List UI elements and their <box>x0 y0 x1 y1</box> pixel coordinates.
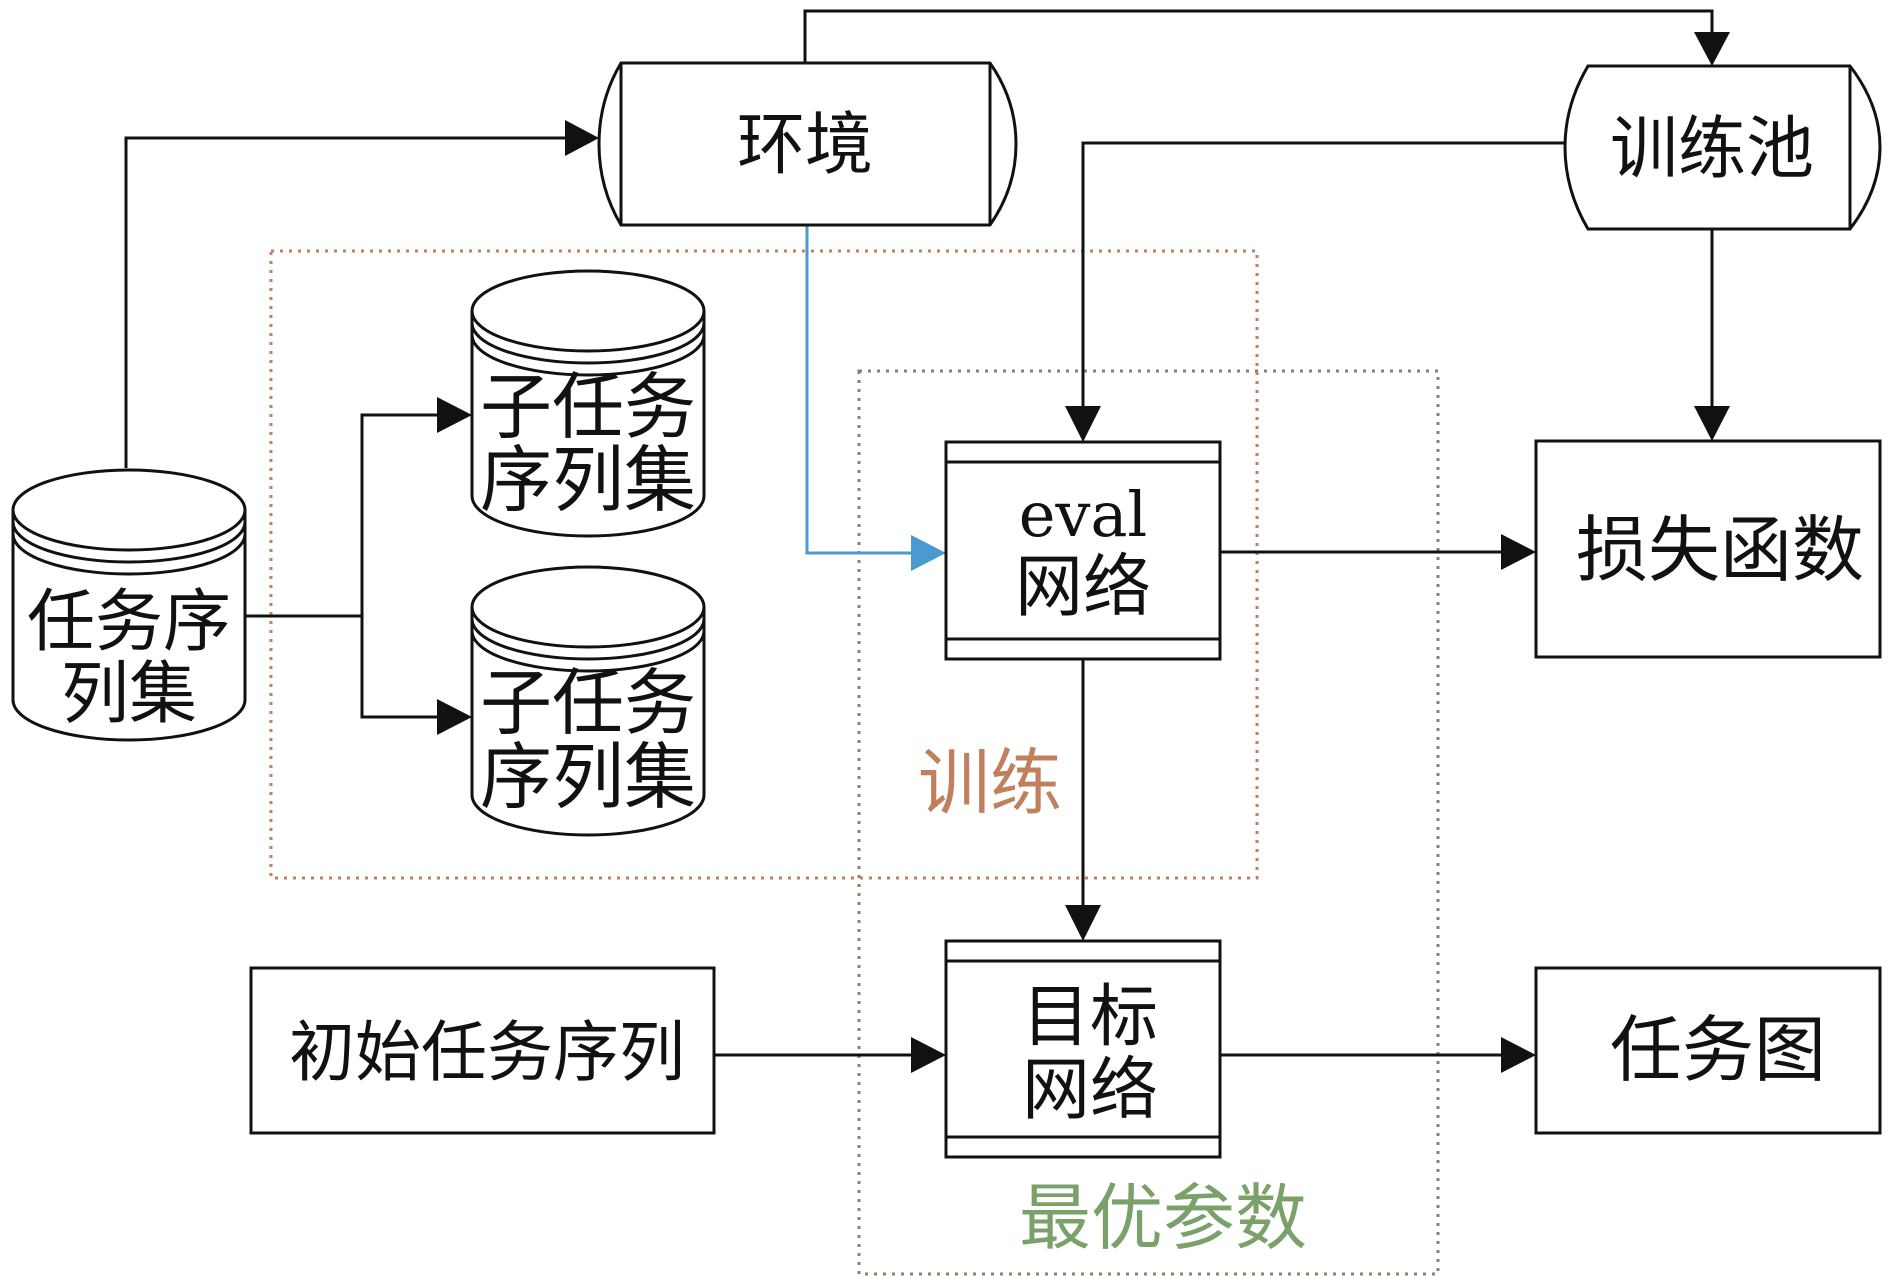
subtask-set-2-node <box>470 565 706 837</box>
edge-branch-subtask-1 <box>360 413 440 616</box>
optimal-params-group-border <box>857 369 1440 1276</box>
subtask-set-2-label-line2: 序列集 <box>480 735 696 819</box>
subtask-set-2-label-line1: 子任务 <box>480 661 696 745</box>
training-group-border <box>269 249 1259 880</box>
task-graph-label: 任务图 <box>1610 1008 1826 1092</box>
arrowhead-loss-top <box>1694 406 1730 441</box>
environment-node <box>597 61 1018 227</box>
loss-function-label: 损失函数 <box>1576 508 1864 592</box>
arrowhead-taskgraph-left <box>1501 1037 1536 1073</box>
edge-pool-to-eval <box>1081 141 1565 410</box>
arrowhead-eval-top <box>1065 406 1101 442</box>
arrowhead-target-top <box>1065 905 1101 941</box>
arrowhead-subtask-2 <box>437 699 472 735</box>
edge-env-to-eval <box>805 225 914 555</box>
initial-task-sequence-label: 初始任务序列 <box>289 1014 685 1091</box>
subtask-set-1-label-line1: 子任务 <box>480 365 696 449</box>
subtask-set-1-node <box>470 269 706 538</box>
arrowhead-eval-left-blue <box>911 535 946 571</box>
eval-network-label-line2: 网络 <box>1015 548 1151 627</box>
edge-branch-subtask-2 <box>360 616 440 719</box>
subtask-set-1-label-line2: 序列集 <box>480 438 696 522</box>
training-pool-node <box>1563 64 1882 231</box>
task-sequence-set-label-line2: 列集 <box>61 655 197 734</box>
arrowhead-env <box>565 120 599 156</box>
initial-task-sequence-node <box>249 966 716 1135</box>
arrowhead-loss-left <box>1501 534 1536 570</box>
arrowhead-target-left <box>911 1037 946 1073</box>
edge-env-to-pool <box>803 9 1714 63</box>
target-network-node <box>944 939 1222 1159</box>
eval-network-node <box>944 440 1222 661</box>
task-graph-node <box>1534 966 1882 1135</box>
task-sequence-set-label-line1: 任务序 <box>27 583 231 662</box>
optimal-params-group-label: 最优参数 <box>1019 1176 1307 1260</box>
arrowhead-pool <box>1694 32 1730 66</box>
arrowhead-subtask-1 <box>437 397 472 433</box>
task-sequence-set-node <box>11 468 247 742</box>
target-network-label-line2: 网络 <box>1022 1051 1158 1130</box>
target-network-label-line1: 目标 <box>1022 978 1158 1057</box>
eval-network-label-line1: eval <box>1019 478 1148 551</box>
environment-label: 环境 <box>737 106 873 185</box>
training-group-label: 训练 <box>918 741 1062 825</box>
loss-function-node <box>1534 439 1882 659</box>
training-pool-label: 训练池 <box>1610 110 1814 189</box>
edge-taskset-to-env <box>124 136 570 468</box>
